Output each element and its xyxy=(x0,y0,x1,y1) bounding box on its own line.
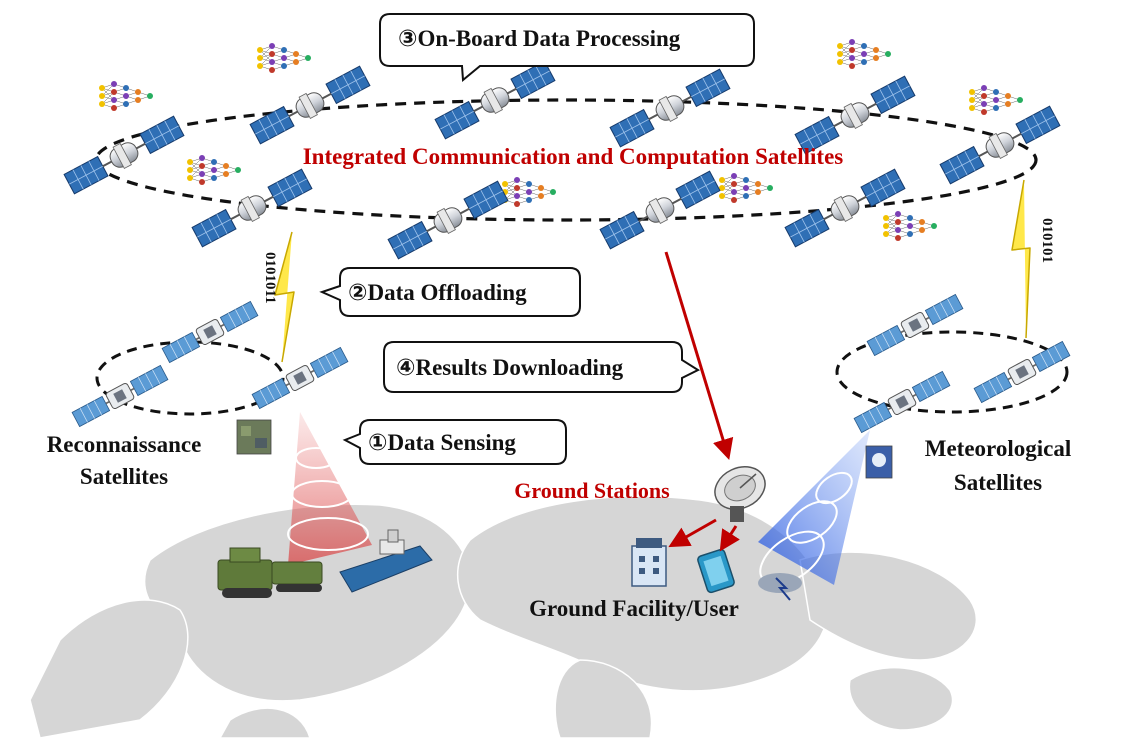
callout-data-offloading: ②Data Offloading xyxy=(322,268,580,316)
iccs-title: Integrated Communication and Computation… xyxy=(303,144,844,169)
svg-text:②Data Offloading: ②Data Offloading xyxy=(348,280,527,306)
step-label: Results Downloading xyxy=(415,355,623,380)
callout-on-board-processing: ③On-Board Data Processing xyxy=(380,14,754,80)
step-number: ① xyxy=(368,430,387,456)
step-number: ③ xyxy=(398,26,417,52)
meteo-label-line1: Meteorological xyxy=(925,436,1071,461)
launcher-truck-icon xyxy=(272,562,322,592)
meteo-satellites xyxy=(854,294,1071,434)
step-label: Data Sensing xyxy=(387,430,516,455)
building-icon xyxy=(632,538,666,586)
offload-link-right xyxy=(1012,180,1030,338)
ground-stations-label: Ground Stations xyxy=(514,478,670,503)
callout-data-sensing: ①Data Sensing xyxy=(345,420,566,464)
callout-results-downloading: ④Results Downloading xyxy=(384,342,698,392)
meteo-label-line2: Satellites xyxy=(954,470,1042,495)
step-number: ④ xyxy=(396,355,415,381)
step-label: On-Board Data Processing xyxy=(417,26,680,51)
recon-satellites xyxy=(72,301,349,428)
neural-network-icons xyxy=(99,39,1023,241)
svg-text:③On-Board Data Processing: ③On-Board Data Processing xyxy=(398,26,681,52)
bits-right: 010101 xyxy=(1039,218,1055,263)
recon-label-line2: Satellites xyxy=(80,464,168,489)
bits-left: 0101011 xyxy=(262,252,278,304)
ground-facility-label: Ground Facility/User xyxy=(529,596,739,621)
svg-text:①Data Sensing: ①Data Sensing xyxy=(368,430,516,456)
step-number: ② xyxy=(348,280,367,306)
recon-image-thumbnail xyxy=(237,420,271,454)
step-label: Data Offloading xyxy=(367,280,527,305)
recon-label-line1: Reconnaissance xyxy=(47,432,202,457)
svg-text:④Results Downloading: ④Results Downloading xyxy=(396,355,624,381)
